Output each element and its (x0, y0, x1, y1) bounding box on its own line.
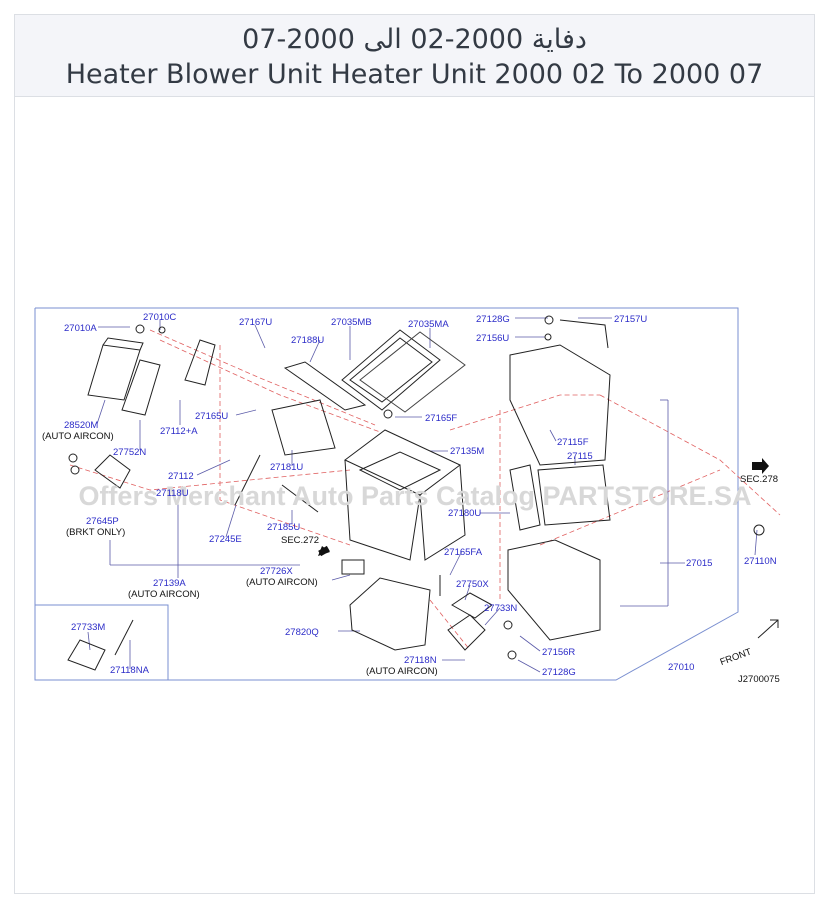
part-label-27752N[interactable]: 27752N (113, 447, 146, 458)
part-label-27750X[interactable]: 27750X (456, 579, 489, 590)
part-label-27245E[interactable]: 27245E (209, 534, 242, 545)
part-label-27010A[interactable]: 27010A (64, 323, 97, 334)
part-label-27165U[interactable]: 27165U (195, 411, 228, 422)
part-label-27135M[interactable]: 27135M (450, 446, 484, 457)
part-label-27035MB[interactable]: 27035MB (331, 317, 372, 328)
diagram-id: J2700075 (738, 674, 780, 685)
part-label-27820Q[interactable]: 27820Q (285, 627, 319, 638)
part-label-27115[interactable]: 27115 (567, 451, 593, 462)
part-label-27112[interactable]: 27112 (168, 471, 194, 482)
part-label-27010[interactable]: 27010 (668, 662, 694, 673)
part-label-28520M[interactable]: 28520M (64, 420, 98, 431)
part-label-27733N[interactable]: 27733N (484, 603, 517, 614)
note-auto-aircon-4: (AUTO AIRCON) (366, 666, 438, 677)
title-english: Heater Blower Unit Heater Unit 2000 02 T… (65, 59, 764, 90)
diagram-card: دفاية 2000-02 الى 2000-07 Heater Blower … (14, 14, 815, 894)
title-header: دفاية 2000-02 الى 2000-07 Heater Blower … (15, 15, 814, 97)
part-label-27181U[interactable]: 27181U (270, 462, 303, 473)
part-label-27128G-bottom[interactable]: 27128G (542, 667, 576, 678)
part-drawings (67, 315, 779, 671)
note-auto-aircon-1: (AUTO AIRCON) (42, 431, 114, 442)
section-label-sec278[interactable]: SEC.278 (740, 474, 778, 485)
note-auto-aircon-2: (AUTO AIRCON) (246, 577, 318, 588)
front-label: FRONT (719, 646, 754, 668)
part-label-27180U[interactable]: 27180U (448, 508, 481, 519)
note-auto-aircon-3: (AUTO AIRCON) (128, 589, 200, 600)
part-label-27165F[interactable]: 27165F (425, 413, 457, 424)
part-label-27115F[interactable]: 27115F (557, 437, 589, 448)
section-label-sec272[interactable]: SEC.272 (281, 535, 319, 546)
part-label-27110N[interactable]: 27110N (744, 556, 777, 567)
part-labels: 27010A 27010C 27167U 27035MB 27035MA 271… (42, 312, 780, 685)
part-label-27035MA[interactable]: 27035MA (408, 319, 449, 330)
part-label-27157U[interactable]: 27157U (614, 314, 647, 325)
part-label-27118NA[interactable]: 27118NA (110, 665, 150, 676)
part-label-27112A[interactable]: 27112+A (160, 426, 198, 437)
part-label-27645P[interactable]: 27645P (86, 516, 119, 527)
part-label-27733M[interactable]: 27733M (71, 622, 105, 633)
part-label-27010C[interactable]: 27010C (143, 312, 176, 323)
part-label-27015[interactable]: 27015 (686, 558, 712, 569)
inset-box (34, 604, 169, 681)
assembly-lines (69, 329, 781, 651)
part-label-27726X[interactable]: 27726X (260, 566, 293, 577)
direction-arrows (318, 458, 769, 557)
part-label-27188U[interactable]: 27188U (291, 335, 324, 346)
part-label-27185U[interactable]: 27185U (267, 522, 300, 533)
leader-lines (87, 317, 758, 673)
part-label-27156R[interactable]: 27156R (542, 647, 575, 658)
part-label-27118N[interactable]: 27118N (404, 655, 437, 666)
watermark-text: Offers Merchant Auto Parts Catalog PARTS… (78, 481, 751, 511)
title-arabic: دفاية 2000-02 الى 2000-07 (242, 24, 587, 55)
part-label-27139A[interactable]: 27139A (153, 578, 186, 589)
part-label-27118U[interactable]: 27118U (156, 488, 189, 499)
part-label-27165FA[interactable]: 27165FA (444, 547, 483, 558)
part-label-27156U[interactable]: 27156U (476, 333, 509, 344)
part-label-27128G-top[interactable]: 27128G (476, 314, 510, 325)
note-brkt-only: (BRKT ONLY) (66, 527, 125, 538)
part-label-27167U[interactable]: 27167U (239, 317, 272, 328)
